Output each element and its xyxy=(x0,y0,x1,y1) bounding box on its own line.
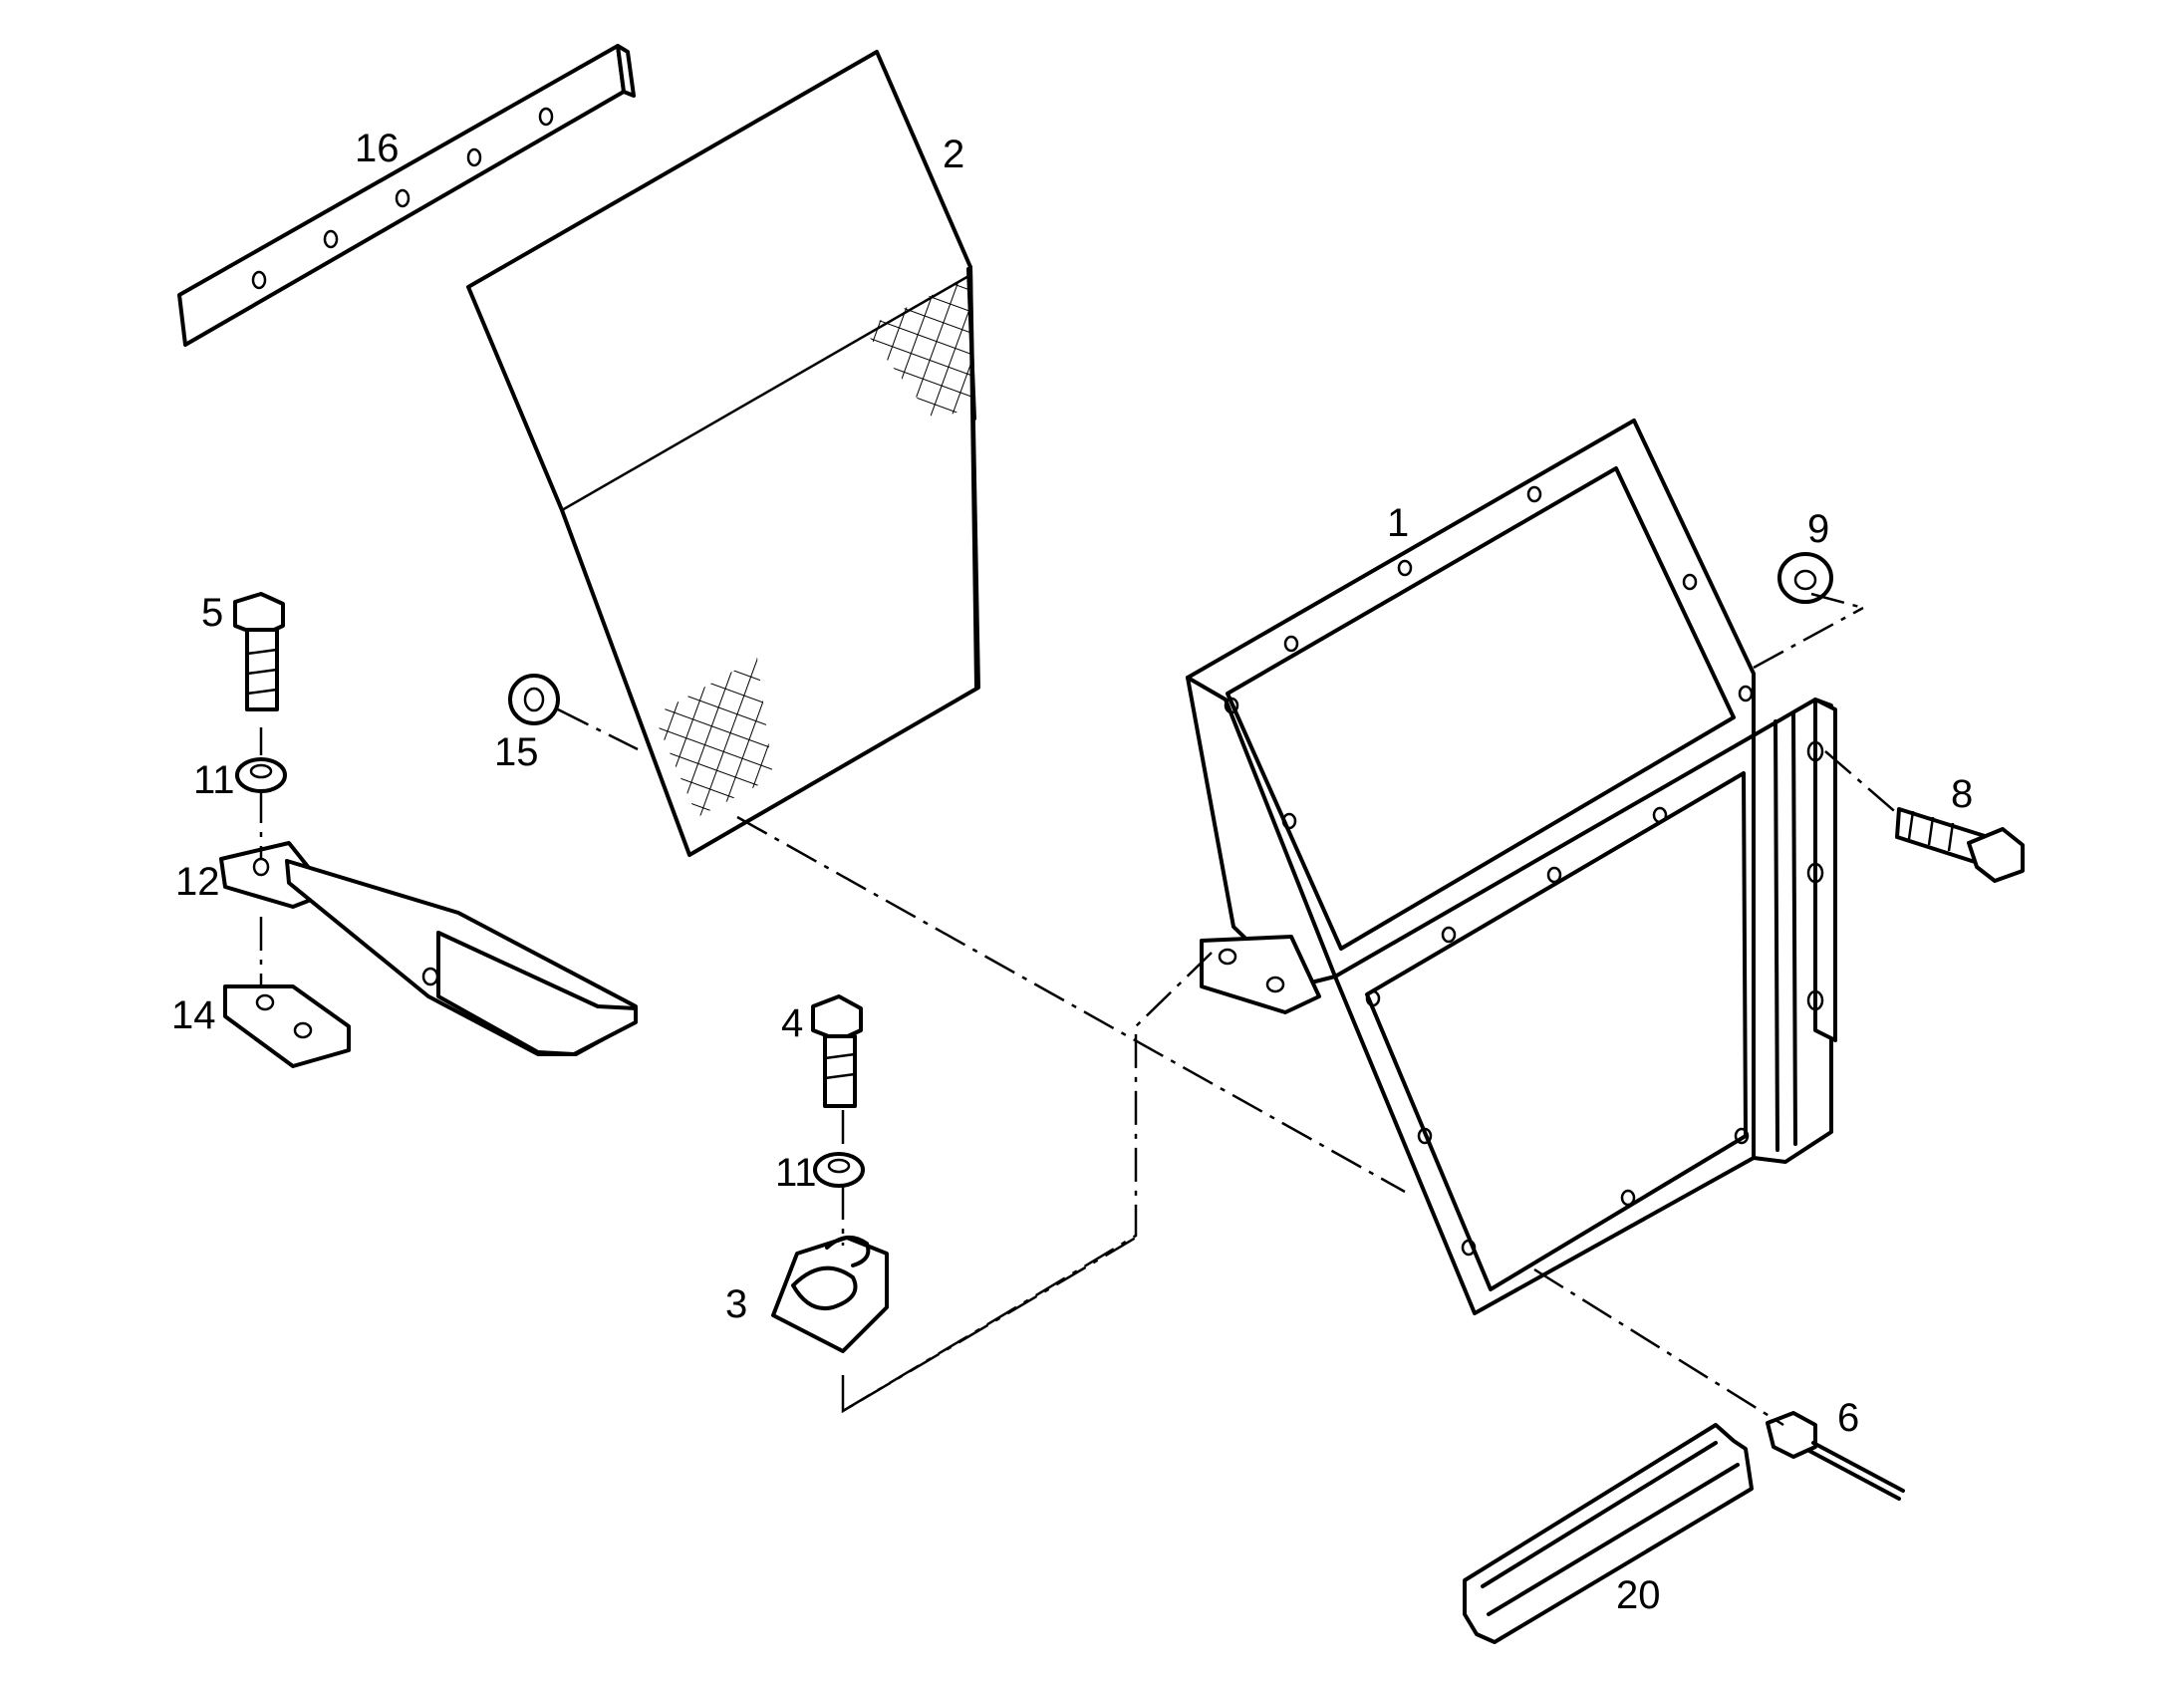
callout-20: 20 xyxy=(1616,1573,1661,1617)
callout-6: 6 xyxy=(1837,1396,1859,1440)
part-11-washer-b xyxy=(813,1152,865,1188)
callout-14: 14 xyxy=(171,993,216,1037)
part-15-washer xyxy=(508,674,560,725)
callout-9: 9 xyxy=(1807,507,1829,551)
callout-labels: 1 2 3 4 5 6 8 9 11 11 12 14 15 16 20 xyxy=(171,127,1973,1617)
callout-15: 15 xyxy=(494,730,539,774)
callout-16: 16 xyxy=(355,127,400,170)
part-6-pin xyxy=(1766,1411,1905,1501)
part-5-bolt xyxy=(233,592,285,711)
callout-1: 1 xyxy=(1387,501,1409,545)
callout-8: 8 xyxy=(1951,772,1973,816)
part-1-frame xyxy=(1186,419,1837,1315)
part-3-clip xyxy=(771,1236,889,1353)
part-9-washer xyxy=(1777,552,1833,604)
callout-4: 4 xyxy=(781,1001,803,1045)
callout-2: 2 xyxy=(943,133,964,176)
callout-12: 12 xyxy=(175,860,220,904)
callout-11-b: 11 xyxy=(775,1151,817,1195)
part-16-strip xyxy=(177,44,636,347)
callout-11-a: 11 xyxy=(193,758,235,802)
part-4-bolt xyxy=(811,994,863,1108)
part-14-block xyxy=(223,984,351,1068)
part-12-latch xyxy=(219,841,638,1056)
part-20-channel xyxy=(1463,1423,1754,1644)
callout-3: 3 xyxy=(725,1282,747,1326)
part-2-mesh-panel xyxy=(466,50,980,857)
callout-5: 5 xyxy=(201,591,223,635)
assembly-guide-lines xyxy=(259,592,1900,1427)
part-11-washer-a xyxy=(235,757,287,793)
part-8-bolt xyxy=(1895,807,2025,883)
